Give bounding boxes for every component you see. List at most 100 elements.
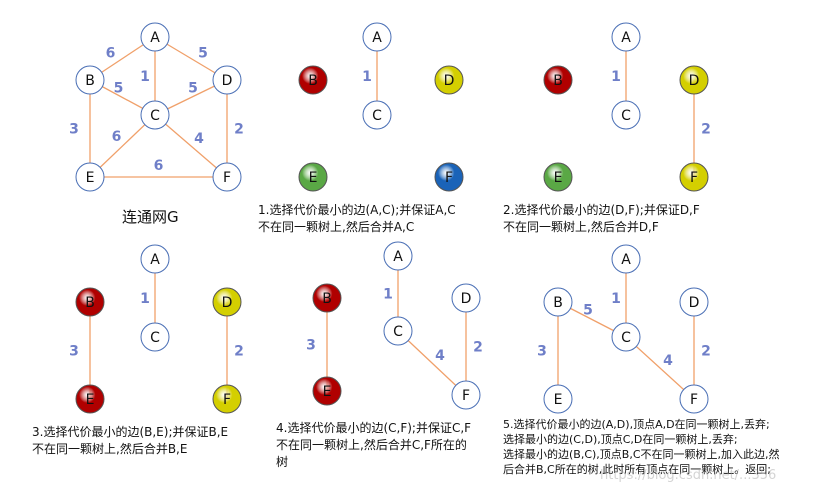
node-F [451, 380, 481, 410]
node-label-C: C [150, 108, 160, 124]
step-4-caption-line: 不在同一颗树上,然后合并C,F所在的 [276, 438, 467, 452]
node-label-F: F [690, 170, 698, 186]
node-E [298, 162, 328, 192]
node-B [543, 287, 573, 317]
node-F [679, 384, 709, 414]
edge-weight-BE: 3 [69, 122, 79, 138]
node-label-A: A [372, 30, 382, 46]
node-label-E: E [309, 170, 318, 186]
node-label-F: F [223, 392, 231, 408]
edge-CE [89, 114, 156, 178]
node-label-C: C [621, 108, 631, 124]
step-4-caption: 4.选择代价最小的边(C,F);并保证C,F 不在同一颗树上,然后合并C,F所在… [276, 420, 471, 471]
edge-weight-BE: 3 [537, 344, 547, 360]
node-B [298, 65, 328, 95]
edge-weight-CF: 4 [194, 131, 204, 147]
edge-weight-AC: 1 [140, 291, 150, 307]
node-F [212, 162, 242, 192]
step-5-caption-line: 5.选择代价最小的边(A,D),顶点A,D在同一颗树上,丢弃; [503, 418, 770, 431]
node-label-F: F [690, 392, 698, 408]
node-label-A: A [621, 252, 631, 268]
step-4-caption-line: 4.选择代价最小的边(C,F);并保证C,F [276, 421, 472, 435]
node-E [312, 376, 342, 406]
node-D [212, 287, 242, 317]
edge-weight-AB: 6 [106, 46, 116, 62]
edge-weight-AC: 1 [611, 69, 621, 85]
node-A [611, 244, 641, 274]
edge-weight-CF: 4 [435, 348, 445, 364]
node-E [543, 162, 573, 192]
step-1-caption-line: 1.选择代价最小的边(A,C);并保证A,C [258, 203, 456, 217]
edge-weight-DF: 2 [701, 122, 711, 138]
node-label-E: E [86, 170, 95, 186]
node-label-F: F [445, 170, 453, 186]
node-label-E: E [323, 384, 332, 400]
node-E [543, 384, 573, 414]
edge-weight-BC: 5 [583, 303, 593, 319]
node-label-B: B [85, 73, 95, 89]
node-label-B: B [322, 291, 332, 307]
node-C [383, 316, 413, 346]
node-label-B: B [85, 295, 95, 311]
node-label-B: B [553, 295, 563, 311]
node-C [140, 322, 170, 352]
node-C [611, 322, 641, 352]
edge-weight-CF: 4 [663, 353, 673, 369]
step-5-caption: 5.选择代价最小的边(A,D),顶点A,D在同一颗树上,丢弃; 选择最小的边(C… [503, 417, 780, 477]
node-A [140, 22, 170, 52]
node-A [611, 22, 641, 52]
step-4-caption-line: 树 [276, 455, 289, 469]
edge-weight-DF: 2 [234, 122, 244, 138]
node-label-A: A [150, 252, 160, 268]
node-C [140, 100, 170, 130]
edge-weight-AD: 5 [198, 46, 208, 62]
edge-weight-CE: 6 [112, 129, 122, 145]
edge-weight-CD: 5 [188, 81, 198, 97]
node-label-B: B [553, 73, 563, 89]
node-label-D: D [689, 73, 700, 89]
edge-CF [397, 330, 467, 396]
graph-panel-s1: 1 A B C D E F [298, 22, 464, 192]
node-label-C: C [372, 108, 382, 124]
node-label-B: B [308, 73, 318, 89]
edge-weight-BC: 5 [114, 81, 124, 97]
node-B [75, 65, 105, 95]
edge-CF [625, 336, 695, 400]
edge-weight-BE: 3 [306, 338, 316, 354]
node-label-E: E [554, 392, 563, 408]
node-A [362, 22, 392, 52]
node-E [75, 162, 105, 192]
node-F [212, 384, 242, 414]
step-2-caption-line: 不在同一颗树上,然后合并D,F [503, 220, 659, 234]
step-2-caption: 2.选择代价最小的边(D,F);并保证D,F 不在同一颗树上,然后合并D,F [503, 202, 700, 236]
node-D [212, 65, 242, 95]
step-3-caption-line: 不在同一颗树上,然后合并B,E [32, 442, 188, 456]
edge-weight-AC: 1 [362, 69, 372, 85]
node-D [434, 65, 464, 95]
step-3-caption: 3.选择代价最小的边(B,E);并保证B,E 不在同一颗树上,然后合并B,E [32, 424, 228, 458]
node-label-E: E [86, 392, 95, 408]
edge-weight-DF: 2 [234, 344, 244, 360]
step-1-caption: 1.选择代价最小的边(A,C);并保证A,C 不在同一颗树上,然后合并A,C [258, 202, 456, 236]
node-label-C: C [150, 330, 160, 346]
node-label-A: A [393, 249, 403, 265]
node-label-D: D [689, 295, 700, 311]
node-B [312, 283, 342, 313]
node-label-C: C [621, 330, 631, 346]
step-2-caption-line: 2.选择代价最小的边(D,F);并保证D,F [503, 203, 700, 217]
step-1-caption-line: 不在同一颗树上,然后合并A,C [258, 220, 415, 234]
node-F [434, 162, 464, 192]
node-label-A: A [150, 30, 160, 46]
node-label-D: D [461, 291, 472, 307]
node-label-D: D [222, 73, 233, 89]
node-C [611, 100, 641, 130]
watermark-text: https://blog.csdn.net/...356 [600, 468, 777, 483]
node-E [75, 384, 105, 414]
node-label-D: D [444, 73, 455, 89]
